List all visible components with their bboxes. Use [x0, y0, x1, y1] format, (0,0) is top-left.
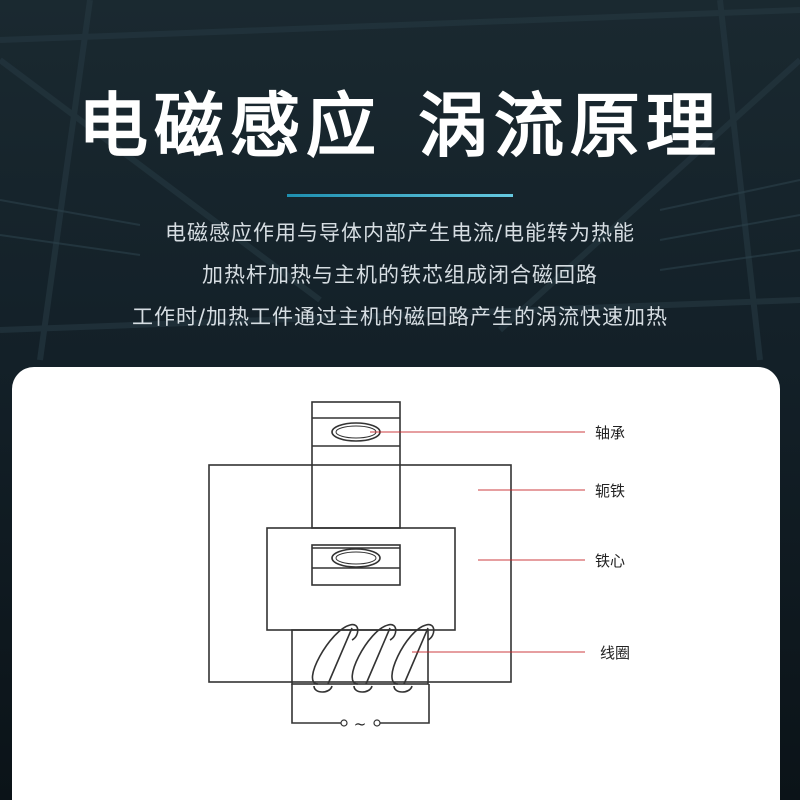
yoke-outline	[208, 464, 512, 683]
label-yoke: 轭铁	[595, 482, 625, 500]
ac-terminal-left	[340, 719, 348, 727]
coil-windings	[311, 623, 435, 693]
title-part-2: 涡流原理	[418, 85, 722, 167]
page-title: 电磁感应涡流原理	[0, 86, 800, 166]
label-core: 铁心	[595, 552, 625, 570]
bar-upper	[311, 401, 401, 529]
label-coil: 线圈	[600, 644, 630, 662]
title-divider	[287, 194, 513, 197]
bar-lower	[311, 544, 401, 586]
description-block: 电磁感应作用与导体内部产生电流/电能转为热能 加热杆加热与主机的铁芯组成闭合磁回…	[0, 212, 800, 338]
ac-terminal-right	[373, 719, 381, 727]
title-part-1: 电磁感应	[78, 85, 382, 167]
description-line-2: 加热杆加热与主机的铁芯组成闭合磁回路	[202, 263, 598, 287]
description-line-1: 电磁感应作用与导体内部产生电流/电能转为热能	[164, 221, 636, 245]
core-cavity	[266, 527, 456, 631]
label-bearing: 轴承	[595, 424, 625, 442]
description-line-3: 工作时/加热工件通过主机的磁回路产生的涡流快速加热	[131, 305, 669, 329]
circuit-wire	[291, 684, 341, 724]
coil-core	[291, 629, 429, 685]
diagram-card	[12, 367, 780, 800]
ac-symbol: ~	[354, 715, 367, 733]
